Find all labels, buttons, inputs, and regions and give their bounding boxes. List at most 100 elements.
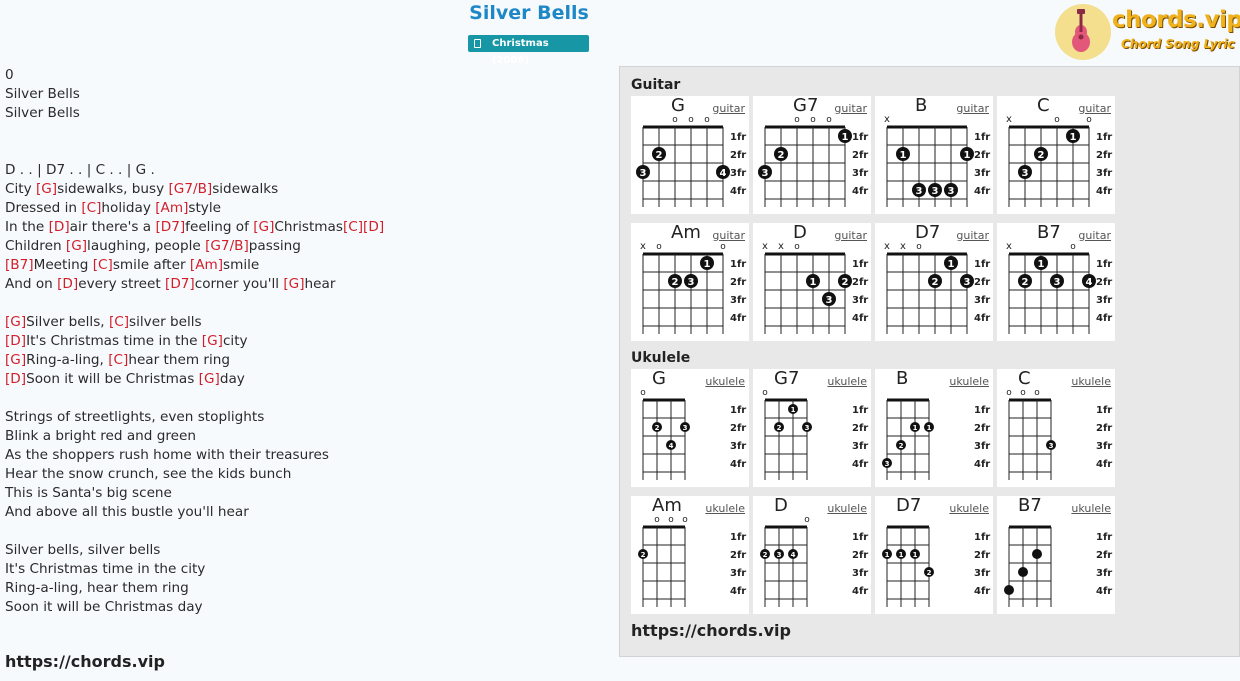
chord-marker[interactable]: [C] — [81, 200, 102, 216]
fret-number-label: 4fr — [974, 459, 990, 470]
site-url-bottom[interactable]: https://chords.vip — [631, 621, 791, 640]
finger-dot: 2 — [760, 549, 770, 559]
finger-number: 3 — [964, 277, 971, 288]
lyric-text: Hear the snow crunch, see the kids bunch — [5, 466, 292, 482]
chord-marker[interactable]: [D] — [363, 219, 385, 235]
open-string-marker: o — [704, 115, 710, 125]
ukulele-link[interactable]: ukulele — [1071, 502, 1111, 515]
finger-dot: 2 — [652, 147, 666, 161]
fret-number-label: 4fr — [1096, 586, 1112, 597]
chord-marker[interactable]: [Am] — [155, 200, 189, 216]
chord-marker[interactable]: [G] — [201, 333, 223, 349]
guitar-link[interactable]: guitar — [956, 102, 989, 115]
lyric-line: Children [G]laughing, people [G7/B]passi… — [5, 237, 605, 256]
chord-marker[interactable]: [C] — [342, 219, 364, 235]
finger-dot: 1 — [896, 549, 906, 559]
chord-marker[interactable]: [B7] — [5, 257, 34, 273]
chord-marker[interactable]: [G] — [35, 181, 58, 197]
chord-marker[interactable]: [D] — [48, 219, 70, 235]
lyric-text: passing — [248, 238, 301, 254]
chord-name: D7 — [915, 222, 941, 243]
chord-marker[interactable]: [G] — [283, 276, 305, 292]
chord-marker[interactable]: [G7/B] — [168, 181, 213, 197]
fret-number-label: 3fr — [852, 568, 868, 579]
chord-marker[interactable]: [G] — [198, 371, 220, 387]
chord-marker[interactable]: [C] — [92, 257, 113, 273]
finger-number: 4 — [669, 442, 674, 450]
finger-dot: 2 — [928, 274, 942, 288]
site-logo[interactable]: chords.vip Chord Song Lyric — [1055, 4, 1240, 64]
ukulele-link[interactable]: ukulele — [949, 502, 989, 515]
open-string-marker: o — [656, 242, 662, 252]
guitar-link[interactable]: guitar — [834, 229, 867, 242]
site-url[interactable]: https://chords.vip — [5, 652, 165, 671]
chord-name: C — [1018, 368, 1031, 389]
fret-number-label: 2fr — [730, 150, 746, 161]
ukulele-link[interactable]: ukulele — [827, 375, 867, 388]
lyric-line — [5, 294, 605, 313]
lyric-line — [5, 123, 605, 142]
chord-marker[interactable]: [D] — [5, 333, 27, 349]
fret-number-label: 1fr — [974, 132, 990, 143]
chord-marker[interactable]: [G] — [5, 314, 27, 330]
fret-number-label: 2fr — [974, 150, 990, 161]
finger-number: 1 — [913, 551, 918, 559]
fret-number-label: 1fr — [852, 532, 868, 543]
fret-number-label: 1fr — [730, 259, 746, 270]
guitar-link[interactable]: guitar — [1078, 102, 1111, 115]
chord-marker[interactable]: [Am] — [189, 257, 224, 273]
ukulele-link[interactable]: ukulele — [705, 502, 745, 515]
ukulele-link[interactable]: ukulele — [1071, 375, 1111, 388]
ukulele-link[interactable]: ukulele — [705, 375, 745, 388]
lyric-text: laughing, people — [87, 238, 206, 254]
chord-marker[interactable]: [D] — [57, 276, 79, 292]
fret-number-label: 4fr — [974, 186, 990, 197]
guitar-link[interactable]: guitar — [712, 102, 745, 115]
fret-number-label: 2fr — [730, 277, 746, 288]
chord-marker[interactable]: [G7/B] — [205, 238, 249, 254]
guitar-link[interactable]: guitar — [712, 229, 745, 242]
fret-number-label: 4fr — [730, 186, 746, 197]
guitar-link[interactable]: guitar — [1078, 229, 1111, 242]
guitar-link[interactable]: guitar — [834, 102, 867, 115]
album-badge[interactable]: Christmas (2006) — [468, 35, 589, 66]
chord-marker[interactable]: [D] — [5, 371, 27, 387]
chord-marker[interactable]: [C] — [108, 314, 130, 330]
chord-marker[interactable]: [C] — [108, 352, 129, 368]
muted-string-marker: x — [884, 114, 890, 125]
ukulele-link[interactable]: ukulele — [949, 375, 989, 388]
chord-marker[interactable]: [G] — [253, 219, 275, 235]
open-string-marker: o — [654, 515, 660, 525]
chord-marker[interactable]: [G] — [5, 352, 27, 368]
finger-dot: 2 — [652, 422, 662, 432]
chord-marker[interactable]: [G] — [65, 238, 88, 254]
fret-number-label: 1fr — [730, 405, 746, 416]
guitar-link[interactable]: guitar — [956, 229, 989, 242]
fret-number-label: 3fr — [730, 168, 746, 179]
lyric-line: And above all this bustle you'll hear — [5, 503, 605, 522]
open-string-marker: o — [640, 388, 646, 398]
guitar-icon — [1072, 9, 1090, 52]
lyric-text: Silver bells, silver bells — [5, 542, 161, 558]
chord-marker[interactable]: [D7] — [155, 219, 186, 235]
ukulele-link[interactable]: ukulele — [827, 502, 867, 515]
lyric-text: smile after — [112, 257, 190, 273]
chord-marker[interactable]: [D7] — [165, 276, 195, 292]
